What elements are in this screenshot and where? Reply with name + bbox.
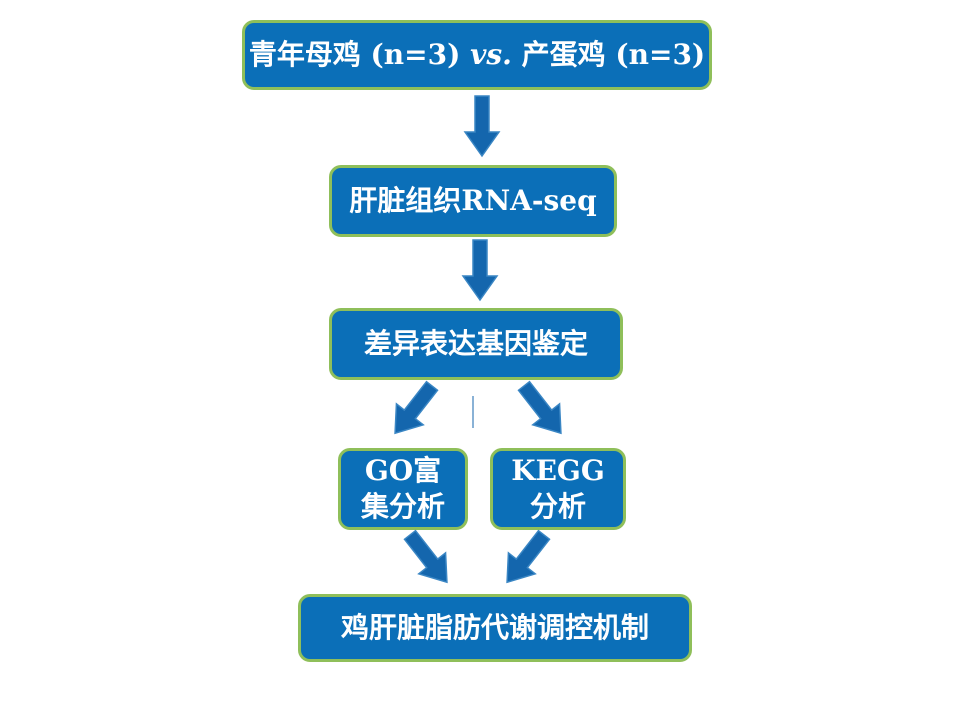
go-label-line2: 集分析 — [360, 490, 445, 523]
top-box-text: 青年母鸡 (n=3) vs. 产蛋鸡 (n=3) — [249, 37, 705, 73]
rna-seq-box: 肝脏组织RNA-seq — [329, 165, 617, 237]
kegg-analysis-box: KEGG 分析 — [490, 448, 626, 530]
top-box-vs: vs. — [470, 37, 512, 71]
kegg-label-line1: KEGG — [511, 453, 605, 487]
top-box-part1: 青年母鸡 (n=3) — [248, 37, 471, 71]
arrow-down-2 — [462, 239, 498, 301]
deg-identification-box: 差异表达基因鉴定 — [329, 308, 623, 380]
rna-seq-label: 肝脏组织RNA-seq — [349, 183, 597, 217]
final-label: 鸡肝脏脂肪代谢调控机制 — [340, 610, 649, 644]
go-enrichment-box: GO富 集分析 — [338, 448, 468, 530]
arrow-down-1 — [464, 95, 500, 157]
deg-label: 差异表达基因鉴定 — [363, 326, 588, 360]
lipid-metabolism-box: 鸡肝脏脂肪代谢调控机制 — [298, 594, 692, 662]
go-label-line1: GO富 — [364, 453, 442, 487]
sample-comparison-box: 青年母鸡 (n=3) vs. 产蛋鸡 (n=3) — [242, 20, 712, 90]
arrow-right-to-kegg — [509, 374, 576, 445]
arrow-go-to-final — [395, 523, 462, 594]
go-label: GO富 集分析 — [361, 453, 445, 526]
kegg-label-line2: 分析 — [529, 490, 586, 523]
kegg-label: KEGG 分析 — [511, 453, 605, 526]
arrow-kegg-to-final — [492, 523, 559, 594]
top-box-part3: 产蛋鸡 (n=3) — [511, 37, 706, 71]
arrow-left-to-go — [380, 374, 447, 445]
